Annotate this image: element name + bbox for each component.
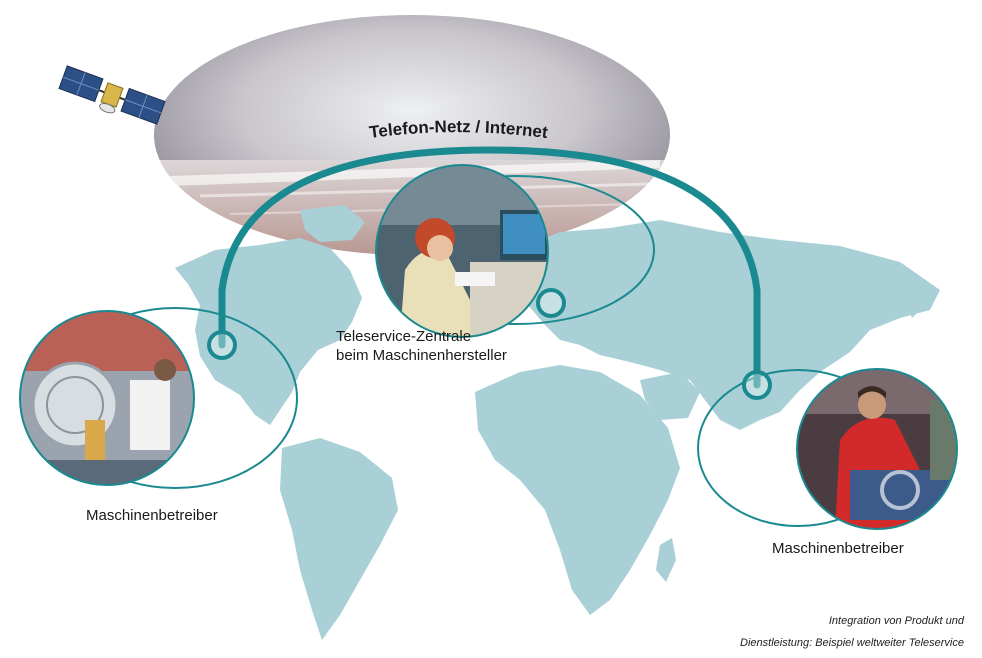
continent-south-america [280, 438, 398, 640]
figure-caption: Integration von Produkt und Dienstleistu… [740, 610, 964, 654]
center-service-photo [375, 164, 549, 338]
network-arc [218, 146, 761, 389]
right-operator-photo [796, 368, 958, 530]
right-node-label: Maschinenbetreiber [772, 540, 904, 557]
caption-line1: Integration von Produkt und [828, 615, 964, 627]
right-connection-node [742, 370, 772, 400]
center-node-label: Teleservice-Zentrale beim Maschinenherst… [336, 327, 507, 365]
island-japan [905, 290, 925, 318]
island-madagascar [656, 538, 676, 582]
world-map [175, 205, 940, 640]
region-arabia [640, 372, 700, 420]
left-connection-node [207, 330, 237, 360]
continent-greenland [300, 205, 365, 242]
continent-north-america [175, 238, 362, 425]
center-node-label-line1: Teleservice-Zentrale [336, 328, 472, 345]
center-node-label-line2: beim Maschinenhersteller [336, 347, 507, 364]
caption-line2: Dienstleistung: Beispiel weltweiter Tele… [740, 637, 964, 649]
continent-eurasia [515, 220, 940, 430]
satellite-icon [58, 65, 166, 125]
continent-africa [475, 365, 680, 615]
left-operator-photo [19, 310, 195, 486]
left-node-label: Maschinenbetreiber [86, 507, 218, 524]
center-connection-node [536, 288, 566, 318]
